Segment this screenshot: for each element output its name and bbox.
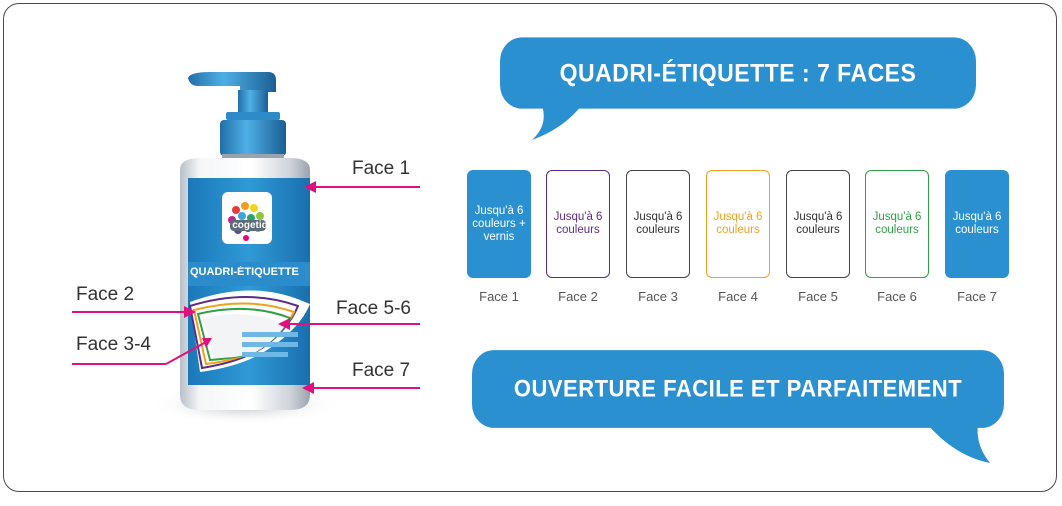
face-card-2-label: Face 2 — [558, 289, 598, 304]
face-card-5: Jusqu'à 6 couleurs — [786, 170, 850, 278]
face-7-label: Face 7 — [352, 360, 411, 381]
face-card-7-label: Face 7 — [957, 289, 997, 304]
face-card-3-label: Face 3 — [638, 289, 678, 304]
face-card-6-label: Face 6 — [877, 289, 917, 304]
face-3-4-label: Face 3-4 — [76, 334, 151, 355]
banner-top: QUADRI-ÉTIQUETTE : 7 FACES IMPRIMABLES — [500, 37, 976, 158]
face-card-1: Jusqu'à 6 couleurs + vernis — [467, 170, 531, 278]
face-card-4: Jusqu'à 6 couleurs — [706, 170, 770, 278]
bottle-logo-text: cogetiq — [232, 220, 268, 231]
face-card-1-label: Face 1 — [479, 289, 519, 304]
banner-bottom: OUVERTURE FACILE ET PARFAITEMENT REFERMA… — [472, 350, 1004, 480]
face-card-3: Jusqu'à 6 couleurs — [626, 170, 690, 278]
face-card-7: Jusqu'à 6 couleurs — [945, 170, 1009, 278]
bottle-illustration — [150, 72, 340, 425]
face-card-6: Jusqu'à 6 couleurs — [865, 170, 929, 278]
face-card-5-label: Face 5 — [798, 289, 838, 304]
face-2-label: Face 2 — [76, 284, 135, 305]
bottle-label-title: QUADRI-ÉTIQUETTE — [190, 266, 299, 278]
face-1-label: Face 1 — [352, 158, 411, 179]
face-5-6-label: Face 5-6 — [336, 298, 411, 319]
face-card-4-label: Face 4 — [718, 289, 758, 304]
face-card-2: Jusqu'à 6 couleurs — [546, 170, 610, 278]
